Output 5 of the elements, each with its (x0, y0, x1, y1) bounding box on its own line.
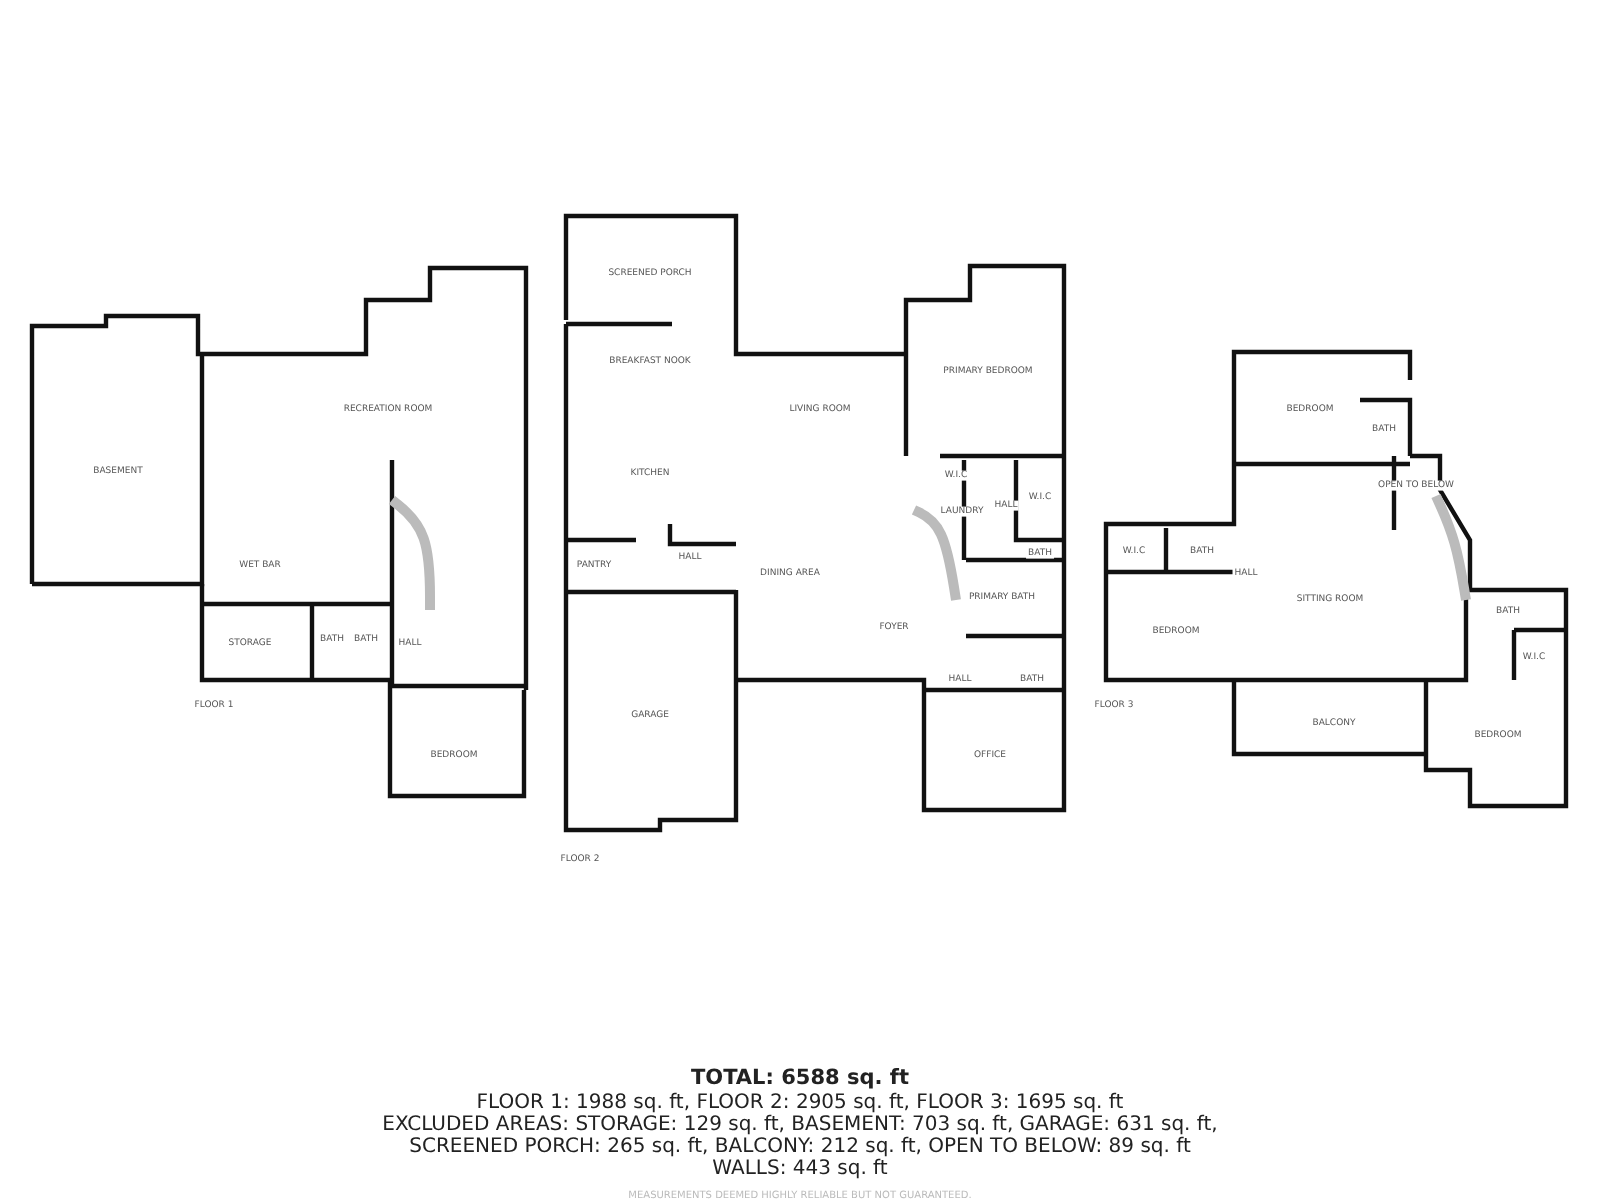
area-summary-line: WALLS: 443 sq. ft (710, 1158, 888, 1180)
area-summary-line: EXCLUDED AREAS: STORAGE: 129 sq. ft, BASEMENT: 703 sq. ft, GARAGE: 631 sq. ft, (380, 1114, 1220, 1136)
area-summary-line: SCREENED PORCH: 265 sq. ft, BALCONY: 212 sq. ft, OPEN TO BELOW: 89 sq. ft (407, 1136, 1193, 1158)
total-area-heading: TOTAL: 6588 sq. ft (689, 1068, 911, 1090)
area-summary-line: FLOOR 1: 1988 sq. ft, FLOOR 2: 2905 sq. ft, FLOOR 3: 1695 sq. ft (474, 1092, 1126, 1114)
